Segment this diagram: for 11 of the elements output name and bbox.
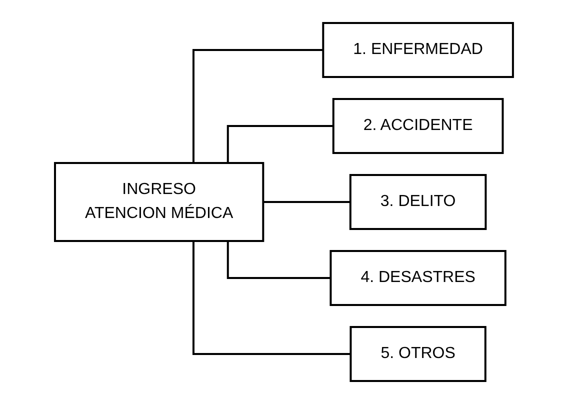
node-box: 1. ENFERMEDAD	[322, 22, 514, 78]
connector	[226, 240, 331, 278]
node-box: 2. ACCIDENTE	[332, 98, 504, 154]
connector	[262, 200, 350, 202]
node-box: 4. DESASTRES	[330, 250, 506, 306]
node-box: 5. OTROS	[350, 326, 486, 382]
connector	[226, 124, 334, 162]
node-box: 3. DELITO	[349, 174, 487, 230]
connector	[192, 240, 351, 354]
node-box: INGRESO ATENCION MÉDICA	[54, 162, 264, 242]
connector	[192, 48, 324, 162]
